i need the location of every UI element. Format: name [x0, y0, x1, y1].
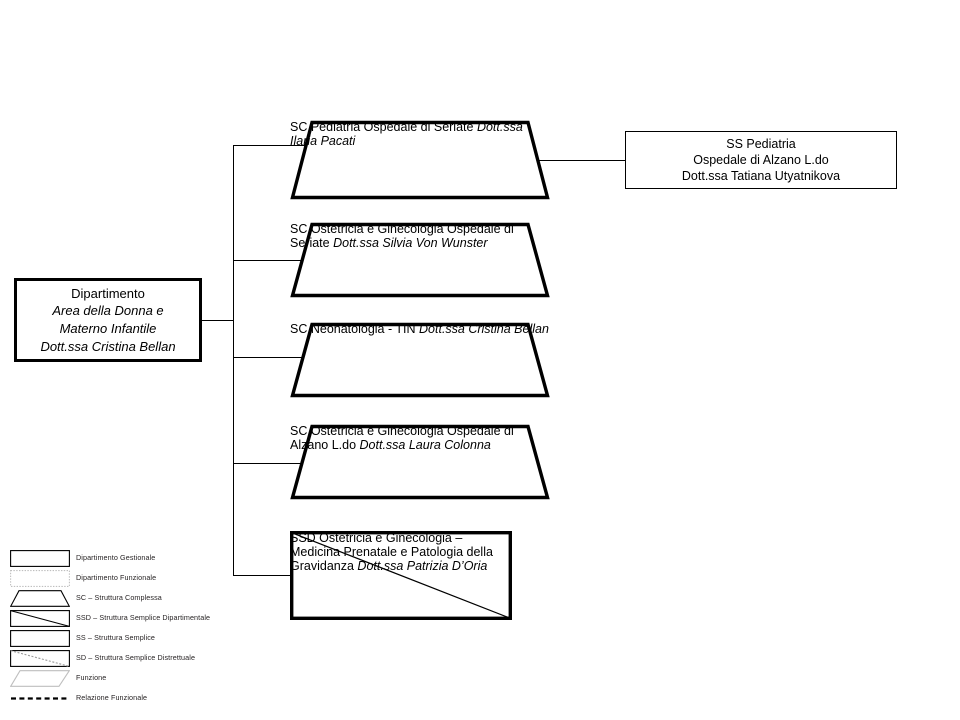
trapezoid-shape: [290, 222, 550, 298]
department-line-4: Dott.ssa Cristina Bellan: [40, 338, 176, 354]
unit-sc-ostetricia-alzano-text: SC Ostetricia e Ginecologia Ospedale di …: [290, 424, 550, 452]
legend-item-relazione-funzionale: Relazione Funzionale: [10, 690, 240, 710]
unit-sc-neonatologia-tin[interactable]: SC Neonatologia - TIN Dott.ssa Cristina …: [290, 322, 550, 398]
subunit-ss-pediatria[interactable]: SS Pediatria Ospedale di Alzano L.do Dot…: [625, 131, 897, 189]
unit-sc-ostetricia-alzano[interactable]: SC Ostetricia e Ginecologia Ospedale di …: [290, 424, 550, 500]
connector-branch-3: [233, 357, 303, 358]
rectangle-diagonal-icon: [10, 610, 70, 627]
legend-item-dipartimento-gestionale: Dipartimento Gestionale: [10, 550, 240, 570]
legend-item-sc: SC – Struttura Complessa: [10, 590, 240, 610]
unit-sc-ostetricia-seriate-text: SC Ostetricia e Ginecologia Ospedale di …: [290, 222, 550, 250]
department-text: Dipartimento Area della Donna e Materno …: [17, 281, 199, 359]
connector-branch-2: [233, 260, 303, 261]
subunit-ss-pediatria-line-1: SS Pediatria: [726, 136, 796, 151]
unit-sc-pediatria[interactable]: SC Pediatria Ospedale di Seriate Dott.ss…: [290, 120, 550, 200]
rectangle-diagonal-dotted-icon: [10, 650, 70, 667]
department-line-2: Area della Donna e: [52, 303, 164, 319]
unit-ssd-line-2: Medicina Prenatale e: [290, 545, 408, 559]
legend-label: SD – Struttura Semplice Distrettuale: [76, 653, 196, 662]
unit-ssd-text: SSD Ostetricia e Ginecologia – Medicina …: [290, 531, 512, 573]
unit-ssd-ostetricia-ginecologia[interactable]: SSD Ostetricia e Ginecologia – Medicina …: [290, 531, 512, 620]
legend-item-funzione: Funzione: [10, 670, 240, 690]
unit-sc-ostetricia-seriate-line-2: Ospedale di Seriate: [290, 222, 514, 250]
trapezoid-icon: [10, 590, 70, 607]
legend-label: SS – Struttura Semplice: [76, 633, 156, 642]
connector-branch-1: [233, 145, 305, 146]
unit-sc-pediatria-line-1: SC Pediatria: [290, 120, 361, 134]
unit-sc-pediatria-text: SC Pediatria Ospedale di Seriate Dott.ss…: [290, 120, 550, 148]
legend: Dipartimento Gestionale Dipartimento Fun…: [10, 550, 240, 710]
subunit-ss-pediatria-line-2: Ospedale di Alzano L.do: [693, 152, 829, 167]
unit-sc-ostetricia-alzano-line-2: Ospedale di Alzano L.do: [290, 424, 514, 452]
legend-label: Dipartimento Funzionale: [76, 573, 157, 582]
legend-item-dipartimento-funzionale: Dipartimento Funzionale: [10, 570, 240, 590]
legend-item-ss: SS – Struttura Semplice: [10, 630, 240, 650]
legend-item-ssd: SSD – Struttura Semplice Dipartimentale: [10, 610, 240, 630]
dashed-line-icon: [10, 690, 70, 707]
unit-sc-pediatria-line-3: Dott.ssa Ilaria Pacati: [290, 120, 523, 148]
unit-sc-neonatologia-tin-text: SC Neonatologia - TIN Dott.ssa Cristina …: [290, 322, 549, 336]
connector-sc-pediatria-to-ss-pediatria: [536, 160, 625, 161]
trapezoid-shape: [290, 424, 550, 500]
unit-sc-neonatologia-tin-line-1: SC Neonatologia - TIN: [290, 322, 416, 336]
department-box[interactable]: Dipartimento Area della Donna e Materno …: [14, 278, 202, 362]
trapezoid-shape: [290, 120, 550, 200]
department-line-1: Dipartimento: [71, 285, 145, 301]
unit-sc-ostetricia-seriate[interactable]: SC Ostetricia e Ginecologia Ospedale di …: [290, 222, 550, 298]
parallelogram-icon: [10, 670, 70, 687]
legend-label: Funzione: [76, 673, 107, 682]
unit-ssd-line-4: Dott.ssa Patrizia D’Oria: [357, 559, 488, 573]
rectangle-dotted-icon: [10, 570, 70, 587]
subunit-ss-pediatria-line-3: Dott.ssa Tatiana Utyatnikova: [681, 169, 841, 184]
unit-sc-pediatria-line-2: Ospedale di Seriate: [363, 120, 474, 134]
subunit-ss-pediatria-text: SS Pediatria Ospedale di Alzano L.do Dot…: [626, 132, 896, 188]
unit-sc-ostetricia-alzano-line-3: Dott.ssa Laura Colonna: [359, 438, 491, 452]
connector-trunk: [233, 145, 234, 576]
connector-branch-5: [233, 575, 290, 576]
unit-ssd-line-1: SSD Ostetricia e Ginecologia –: [290, 531, 463, 545]
unit-sc-ostetricia-seriate-line-3: Dott.ssa Silvia Von Wunster: [333, 236, 488, 250]
legend-label: SC – Struttura Complessa: [76, 593, 162, 602]
connector-department-stub: [202, 320, 234, 321]
connector-branch-4: [233, 463, 303, 464]
legend-item-sd: SD – Struttura Semplice Distrettuale: [10, 650, 240, 670]
legend-label: SSD – Struttura Semplice Dipartimentale: [76, 613, 211, 622]
trapezoid-shape: [290, 322, 550, 398]
unit-ssd-line-3: Patologia della Gravidanza: [290, 545, 493, 573]
unit-sc-ostetricia-alzano-line-1: SC Ostetricia e Ginecologia: [290, 424, 444, 438]
unit-sc-neonatologia-tin-line-2: Dott.ssa Cristina Bellan: [419, 322, 549, 336]
rectangle-thin-icon: [10, 630, 70, 647]
rectangle-solid-icon: [10, 550, 70, 567]
department-line-3: Materno Infantile: [59, 321, 157, 336]
unit-sc-ostetricia-seriate-line-1: SC Ostetricia e Ginecologia: [290, 222, 444, 236]
legend-label: Relazione Funzionale: [76, 693, 148, 702]
rectangle-with-diagonal-shape: [290, 531, 512, 620]
legend-label: Dipartimento Gestionale: [76, 553, 156, 562]
